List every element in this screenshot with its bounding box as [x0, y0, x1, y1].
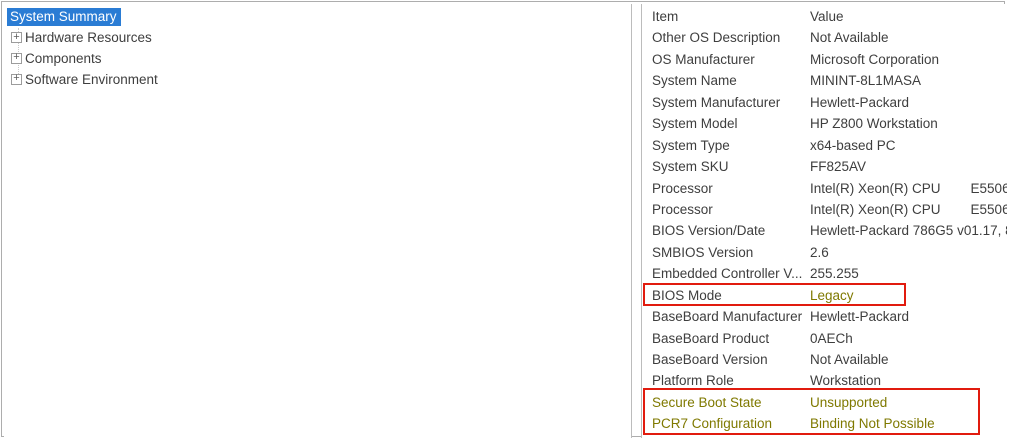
- column-header-item[interactable]: Item: [652, 9, 679, 24]
- selected-tree-item-label[interactable]: System Summary: [7, 8, 121, 27]
- value-cell: MININT-8L1MASA: [810, 73, 922, 89]
- info-row[interactable]: Processor Intel(R) Xeon(R) CPU E5506: [642, 199, 1007, 220]
- value-cell: HP Z800 Workstation: [810, 116, 938, 132]
- tree-item-components[interactable]: Components: [4, 48, 631, 69]
- info-row[interactable]: System Name MININT-8L1MASA: [642, 70, 1007, 91]
- value-cell: FF825AV: [810, 159, 867, 175]
- info-row-bios-mode[interactable]: BIOS Mode Legacy: [642, 285, 1007, 306]
- item-cell: SMBIOS Version: [652, 244, 754, 260]
- tree-item-label: Software Environment: [25, 71, 158, 87]
- item-cell: BIOS Version/Date: [652, 223, 766, 239]
- info-row[interactable]: BIOS Version/Date Hewlett-Packard 786G5 …: [642, 220, 1007, 241]
- info-row[interactable]: System Type x64-based PC: [642, 135, 1007, 156]
- value-cell: Not Available: [810, 352, 889, 367]
- category-tree-pane: System Summary Hardware Resources Compon…: [4, 4, 632, 438]
- value-cell: Intel(R) Xeon(R) CPU E5506: [810, 201, 1007, 217]
- info-row[interactable]: BaseBoard Version Not Available: [642, 349, 1007, 370]
- tree-item-label: Hardware Resources: [25, 30, 152, 46]
- item-cell: BIOS Mode: [652, 287, 722, 303]
- value-cell: 2.6: [810, 244, 829, 260]
- detail-list-pane: Item Value Other OS Description Not Avai…: [641, 4, 1007, 438]
- info-row[interactable]: Other OS Description Not Available: [642, 27, 1007, 48]
- value-cell: x64-based PC: [810, 137, 896, 153]
- info-row[interactable]: OS Manufacturer Microsoft Corporation: [642, 49, 1007, 70]
- info-row[interactable]: BaseBoard Manufacturer Hewlett-Packard: [642, 306, 1007, 327]
- item-cell: System SKU: [652, 159, 729, 175]
- value-cell: Microsoft Corporation: [810, 51, 940, 67]
- info-row[interactable]: Processor Intel(R) Xeon(R) CPU E5506: [642, 178, 1007, 199]
- item-cell: Embedded Controller V...: [652, 266, 803, 282]
- item-cell: Other OS Description: [652, 30, 781, 46]
- item-cell: System Manufacturer: [652, 94, 781, 110]
- item-cell: Processor: [652, 201, 713, 217]
- value-cell: 0AECh: [810, 330, 853, 346]
- info-row[interactable]: Platform Role Workstation: [642, 370, 1007, 391]
- tree-item-software-environment[interactable]: Software Environment: [4, 69, 631, 90]
- info-row[interactable]: Embedded Controller V... 255.255: [642, 263, 1007, 284]
- expand-icon[interactable]: [11, 32, 22, 44]
- info-row-secure-boot-state[interactable]: Secure Boot State Unsupported: [642, 392, 1007, 413]
- item-cell: System Name: [652, 73, 737, 89]
- info-row-pcr7-configuration[interactable]: PCR7 Configuration Binding Not Possible: [642, 413, 1007, 434]
- item-cell: BaseBoard Manufacturer: [652, 309, 803, 325]
- column-header-value[interactable]: Value: [810, 9, 844, 24]
- tree-item-label: Components: [25, 50, 102, 66]
- value-cell: Workstation: [810, 373, 882, 389]
- info-row[interactable]: BaseBoard Product 0AECh: [642, 328, 1007, 349]
- tree-item-hardware-resources[interactable]: Hardware Resources: [4, 28, 631, 49]
- item-cell: BaseBoard Product: [652, 330, 770, 346]
- item-cell: BaseBoard Version: [652, 352, 768, 367]
- item-cell: PCR7 Configuration: [652, 416, 773, 432]
- value-cell: Unsupported: [810, 394, 888, 410]
- item-cell: Platform Role: [652, 373, 734, 389]
- value-cell: Hewlett-Packard: [810, 94, 910, 110]
- info-row[interactable]: SMBIOS Version 2.6: [642, 242, 1007, 263]
- value-cell: Not Available: [810, 30, 889, 46]
- expand-icon[interactable]: [11, 52, 22, 64]
- info-row[interactable]: System Manufacturer Hewlett-Packard: [642, 92, 1007, 113]
- tree-item-system-summary[interactable]: System Summary: [4, 7, 631, 28]
- item-cell: Processor: [652, 180, 713, 196]
- value-cell: Hewlett-Packard 786G5 v01.17, 8/: [810, 223, 1007, 239]
- expand-icon[interactable]: [11, 73, 22, 85]
- item-cell: System Type: [652, 137, 730, 153]
- item-cell: System Model: [652, 116, 738, 132]
- value-cell: 255.255: [810, 266, 859, 282]
- info-row[interactable]: System Model HP Z800 Workstation: [642, 113, 1007, 134]
- info-row[interactable]: System SKU FF825AV: [642, 156, 1007, 177]
- value-cell: Binding Not Possible: [810, 416, 935, 432]
- item-cell: Secure Boot State: [652, 394, 762, 410]
- item-cell: OS Manufacturer: [652, 51, 755, 67]
- value-cell: Hewlett-Packard: [810, 309, 910, 325]
- value-cell: Legacy: [810, 287, 854, 303]
- value-cell: Intel(R) Xeon(R) CPU E5506: [810, 180, 1007, 196]
- list-header-row: Item Value: [642, 6, 1007, 27]
